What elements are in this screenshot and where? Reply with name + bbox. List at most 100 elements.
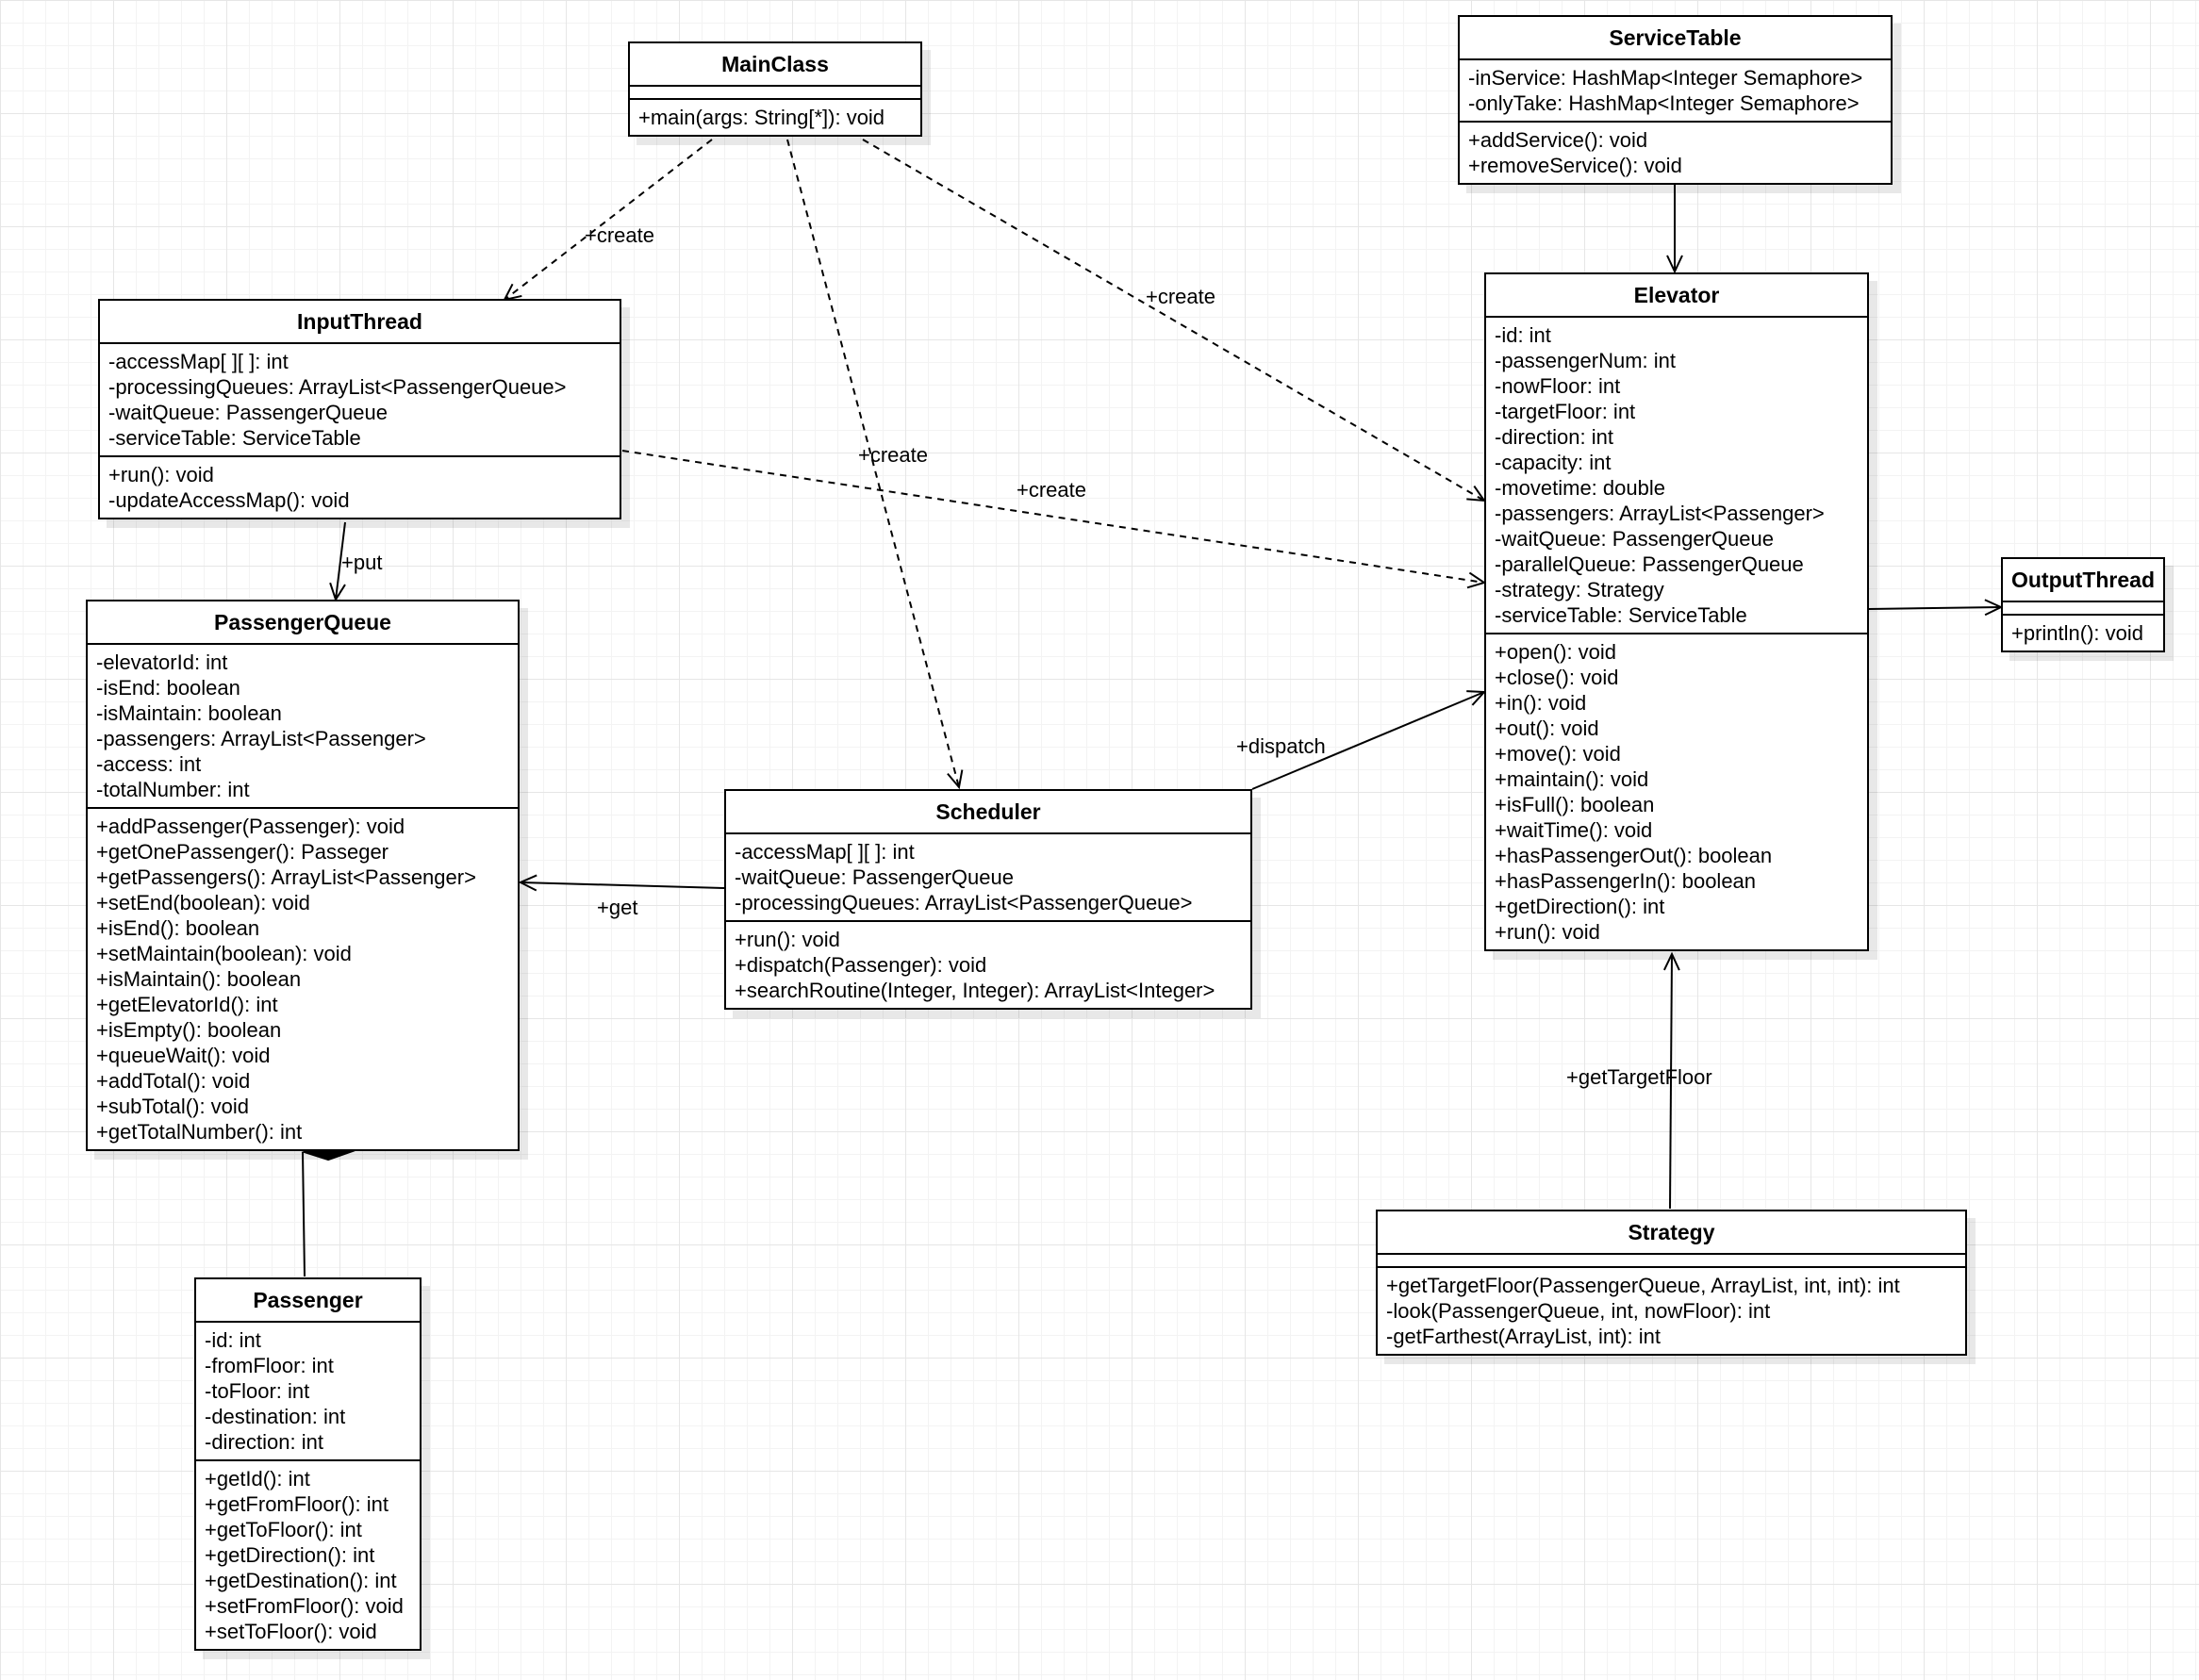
attribute: -strategy: Strategy — [1495, 578, 1664, 601]
relation-label-get: +get — [597, 896, 638, 919]
method: +setEnd(boolean): void — [96, 891, 310, 914]
attributes-section: -inService: HashMap<Integer Semaphore> -… — [1460, 60, 1891, 123]
method: +setToFloor(): void — [205, 1620, 377, 1643]
attribute: -toFloor: int — [205, 1379, 310, 1403]
method: +getDirection(): int — [205, 1543, 375, 1567]
attribute: -totalNumber: int — [96, 778, 250, 801]
methods-section: +open(): void +close(): void +in(): void… — [1486, 634, 1867, 949]
attribute: -movetime: double — [1495, 476, 1665, 500]
method: -look(PassengerQueue, int, nowFloor): in… — [1386, 1299, 1771, 1323]
class-strategy[interactable]: Strategy +getTargetFloor(PassengerQueue,… — [1376, 1210, 1967, 1356]
class-inputthread[interactable]: InputThread -accessMap[ ][ ]: int -proce… — [98, 299, 621, 519]
attribute: -serviceTable: ServiceTable — [108, 426, 361, 450]
class-elevator[interactable]: Elevator -id: int -passengerNum: int -no… — [1484, 272, 1869, 951]
relation-mainclass-inputthread — [503, 139, 713, 302]
relation-label-put: +put — [341, 551, 383, 574]
class-name: Strategy — [1378, 1211, 1965, 1255]
attribute: -id: int — [1495, 323, 1551, 347]
method: +dispatch(Passenger): void — [735, 953, 987, 977]
method: +maintain(): void — [1495, 767, 1649, 791]
method: +getTargetFloor(PassengerQueue, ArrayLis… — [1386, 1274, 1900, 1297]
method: +open(): void — [1495, 640, 1617, 664]
method: +isEnd(): boolean — [96, 916, 260, 940]
method: +run(): void — [735, 928, 840, 951]
method: +getToFloor(): int — [205, 1518, 362, 1541]
relation-label-create-elevator-from-input: +create — [1017, 478, 1086, 502]
class-name: PassengerQueue — [88, 601, 518, 645]
method: +getElevatorId(): int — [96, 993, 278, 1016]
method: +hasPassengerOut(): boolean — [1495, 844, 1773, 867]
class-scheduler[interactable]: Scheduler -accessMap[ ][ ]: int -waitQue… — [724, 789, 1252, 1010]
class-passengerqueue[interactable]: PassengerQueue -elevatorId: int -isEnd: … — [86, 600, 520, 1151]
methods-section: +getId(): int +getFromFloor(): int +getT… — [196, 1461, 420, 1649]
methods-section: +getTargetFloor(PassengerQueue, ArrayLis… — [1378, 1268, 1965, 1354]
attributes-section: -accessMap[ ][ ]: int -waitQueue: Passen… — [726, 834, 1250, 922]
method: -getFarthest(ArrayList, int): int — [1386, 1325, 1661, 1348]
method: +isEmpty(): boolean — [96, 1018, 282, 1042]
class-name: Passenger — [196, 1279, 420, 1323]
methods-section: +addPassenger(Passenger): void +getOnePa… — [88, 809, 518, 1149]
relation-elevator-outputthread — [1868, 599, 2004, 617]
method: +getOnePassenger(): Passeger — [96, 840, 389, 864]
class-name: OutputThread — [2003, 559, 2163, 602]
attributes-section: -elevatorId: int -isEnd: boolean -isMain… — [88, 645, 518, 809]
method: +run(): void — [108, 463, 214, 486]
attribute: -nowFloor: int — [1495, 374, 1621, 398]
method: +addPassenger(Passenger): void — [96, 815, 405, 838]
relation-label-create-inputthread: +create — [585, 223, 654, 247]
attributes-section: -id: int -fromFloor: int -toFloor: int -… — [196, 1323, 420, 1461]
method: +getDestination(): int — [205, 1569, 397, 1592]
method: +isFull(): boolean — [1495, 793, 1655, 816]
method: -updateAccessMap(): void — [108, 488, 350, 512]
class-passenger[interactable]: Passenger -id: int -fromFloor: int -toFl… — [194, 1277, 422, 1651]
relation-passenger-passengerqueue — [301, 1143, 355, 1277]
class-mainclass[interactable]: MainClass +main(args: String[*]): void — [628, 41, 922, 137]
class-name: Elevator — [1486, 274, 1867, 318]
method: +searchRoutine(Integer, Integer): ArrayL… — [735, 979, 1215, 1002]
attribute: -isEnd: boolean — [96, 676, 240, 700]
relation-label-gettargetfloor: +getTargetFloor — [1566, 1065, 1712, 1089]
relation-label-create-elevator: +create — [1146, 285, 1215, 308]
attribute: -isMaintain: boolean — [96, 701, 282, 725]
attributes-section — [2003, 602, 2163, 616]
attribute: -processingQueues: ArrayList<PassengerQu… — [108, 375, 567, 399]
class-outputthread[interactable]: OutputThread +println(): void — [2001, 557, 2165, 652]
method: +setFromFloor(): void — [205, 1594, 404, 1618]
attribute: -capacity: int — [1495, 451, 1612, 474]
relation-label-create-scheduler: +create — [858, 443, 928, 467]
methods-section: +addService(): void +removeService(): vo… — [1460, 123, 1891, 183]
method: +println(): void — [2011, 621, 2144, 645]
relation-mainclass-elevator — [862, 139, 1487, 502]
attribute: -accessMap[ ][ ]: int — [108, 350, 289, 373]
attribute: -serviceTable: ServiceTable — [1495, 603, 1747, 627]
method: +getTotalNumber(): int — [96, 1120, 303, 1144]
attributes-section — [1378, 1255, 1965, 1268]
method: +getPassengers(): ArrayList<Passenger> — [96, 865, 476, 889]
class-name: ServiceTable — [1460, 17, 1891, 60]
class-servicetable[interactable]: ServiceTable -inService: HashMap<Integer… — [1458, 15, 1893, 185]
attribute: -access: int — [96, 752, 202, 776]
attribute: -processingQueues: ArrayList<PassengerQu… — [735, 891, 1193, 914]
class-name: Scheduler — [726, 791, 1250, 834]
attribute: -direction: int — [205, 1430, 323, 1454]
method: +addService(): void — [1468, 128, 1648, 152]
method: +queueWait(): void — [96, 1044, 271, 1067]
method: +waitTime(): void — [1495, 818, 1653, 842]
attribute: -waitQueue: PassengerQueue — [108, 401, 388, 424]
method: +hasPassengerIn(): boolean — [1495, 869, 1757, 893]
methods-section: +println(): void — [2003, 616, 2163, 651]
attribute: -fromFloor: int — [205, 1354, 334, 1377]
attribute: -id: int — [205, 1328, 261, 1352]
method: +addTotal(): void — [96, 1069, 251, 1093]
attribute: -targetFloor: int — [1495, 400, 1636, 423]
method: +close(): void — [1495, 666, 1619, 689]
attribute: -onlyTake: HashMap<Integer Semaphore> — [1468, 91, 1860, 115]
relation-scheduler-passengerqueue — [518, 874, 725, 892]
method: +main(args: String[*]): void — [638, 106, 885, 129]
attribute: -accessMap[ ][ ]: int — [735, 840, 915, 864]
attribute: -parallelQueue: PassengerQueue — [1495, 552, 1804, 576]
method: +isMaintain(): boolean — [96, 967, 302, 991]
method: +out(): void — [1495, 716, 1599, 740]
methods-section: +run(): void -updateAccessMap(): void — [100, 457, 620, 518]
